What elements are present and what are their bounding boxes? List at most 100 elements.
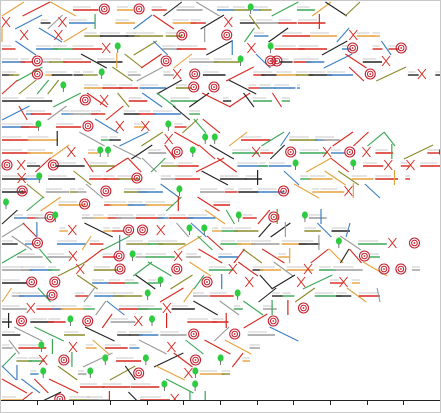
rail-diagonal [242, 248, 263, 264]
spiral-icon [84, 317, 92, 325]
cross-icon [344, 185, 353, 197]
cross-icon [115, 120, 125, 132]
rail-diagonal [101, 313, 113, 329]
rail-diagonal [1, 365, 17, 381]
rail-diagonal [201, 170, 229, 186]
tree-icon [3, 198, 9, 206]
rail-diagonal [345, 222, 351, 238]
rail-diagonal [1, 248, 27, 264]
ruler-tick [403, 401, 404, 405]
rail-diagonal [156, 92, 176, 108]
rail-diagonal [82, 352, 113, 368]
spiral-icon [36, 242, 39, 244]
rail-diagonal [268, 27, 289, 43]
spiral-icon [46, 289, 58, 301]
tree-icon [38, 341, 45, 349]
rail-diagonal [36, 79, 50, 95]
spiral-icon [213, 86, 215, 88]
spiral-icon [62, 359, 65, 361]
rail-diagonal [1, 79, 18, 95]
spiral-icon [221, 29, 233, 41]
rail-diagonal [176, 222, 190, 238]
tree-icon [149, 315, 156, 323]
rail-diagonal [269, 326, 299, 342]
spiral-icon [276, 60, 278, 62]
tree-icon [235, 211, 242, 219]
spiral-icon [188, 81, 200, 93]
rail-diagonal [76, 274, 98, 290]
spiral-icon [54, 393, 66, 400]
spiral-icon [223, 31, 231, 39]
spiral-icon [135, 369, 142, 377]
rail-diagonal [204, 209, 226, 225]
cross-icon [99, 94, 109, 106]
rail-diagonal [380, 40, 392, 56]
rail-diagonal [243, 300, 264, 316]
rail-diagonal [165, 378, 194, 394]
rail-diagonal [131, 144, 153, 160]
rail-diagonal [225, 66, 255, 82]
rail-diagonal [153, 40, 169, 56]
rail-diagonal [336, 27, 350, 43]
spiral-icon [123, 224, 135, 236]
spiral-icon [86, 320, 89, 322]
spiral-icon [269, 60, 272, 62]
tree-icon [301, 211, 308, 219]
spiral-icon [272, 216, 275, 218]
spiral-icon [225, 34, 228, 36]
spiral-icon [3, 161, 11, 169]
rail-diagonal [206, 40, 233, 56]
rail-diagonal [13, 326, 43, 342]
rail-diagonal [269, 144, 286, 160]
rail-diagonal [225, 209, 235, 225]
rail-diagonal [38, 27, 63, 43]
cross-icon [383, 159, 393, 171]
ruler-tick [183, 401, 184, 405]
tree-icon [40, 367, 47, 375]
rail-diagonal [22, 222, 38, 238]
rail-diagonal [332, 131, 354, 147]
rail-diagonal [257, 209, 271, 225]
rail-diagonal [376, 66, 407, 82]
rail-diagonal [325, 1, 348, 17]
spiral-icon [366, 70, 374, 78]
rail-diagonal [105, 105, 124, 121]
rail-diagonal [280, 131, 291, 147]
spiral-icon [34, 70, 41, 78]
spiral-icon [208, 81, 220, 93]
rail-diagonal [63, 27, 88, 43]
spiral-icon [267, 315, 279, 327]
rail-diagonal [321, 40, 348, 56]
spiral-icon [369, 73, 372, 75]
track-diagram[interactable] [0, 0, 441, 400]
spiral-icon [133, 174, 141, 182]
rail-diagonal [35, 157, 51, 173]
rail-diagonal [198, 144, 216, 160]
cross-icon [66, 146, 76, 158]
rail-diagonal [216, 157, 237, 173]
rail-diagonal [138, 339, 167, 355]
rail-diagonal [43, 391, 62, 400]
spiral-icon [358, 250, 371, 262]
spiral-icon [31, 237, 43, 249]
rail-diagonal [73, 170, 92, 186]
rail-diagonal [119, 131, 149, 147]
rail-diagonal [83, 287, 95, 303]
rail-diagonal [337, 170, 360, 186]
rail-diagonal [271, 92, 282, 108]
spiral-icon [347, 42, 359, 54]
spiral-icon [231, 330, 239, 338]
cross-icon [38, 354, 48, 366]
spiral-icon [264, 55, 277, 67]
rail-diagonal [209, 144, 235, 160]
spiral-icon [135, 5, 143, 13]
spiral-icon [82, 315, 94, 327]
spiral-icon [83, 203, 86, 205]
rail-diagonal [243, 27, 255, 43]
tree-icon [292, 159, 299, 167]
rail-diagonal [8, 339, 20, 355]
spiral-icon [192, 333, 195, 335]
rail-diagonal [141, 92, 163, 108]
spiral-icon [267, 57, 274, 65]
